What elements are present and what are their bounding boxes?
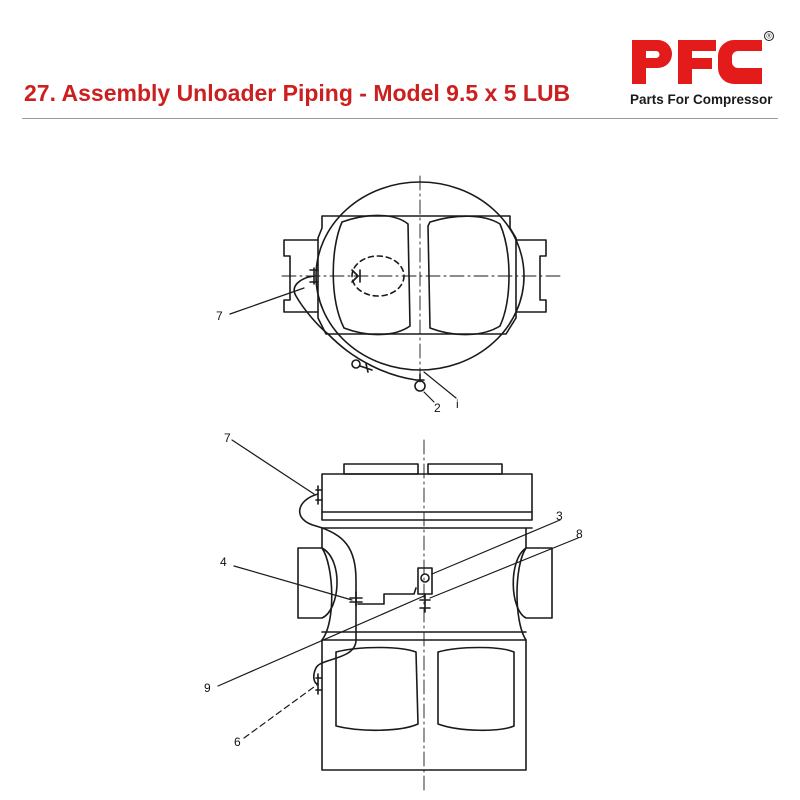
front-lower-left-pocket xyxy=(335,646,419,732)
leader-7-top xyxy=(229,287,305,315)
callout-7-top: 7 xyxy=(216,309,223,323)
top-fitting-2 xyxy=(414,380,426,392)
front-body xyxy=(321,527,527,771)
top-callouts: 7 2 i xyxy=(216,309,459,415)
brand-tagline: Parts For Compressor xyxy=(630,92,773,107)
front-right-port xyxy=(512,547,553,619)
front-view xyxy=(217,439,579,791)
leader-2-top xyxy=(423,391,435,403)
leader-9-front xyxy=(217,595,425,687)
callout-2-top: 2 xyxy=(434,401,441,415)
callout-7-front: 7 xyxy=(224,431,231,445)
front-fitting-7 xyxy=(315,485,323,505)
front-left-port xyxy=(297,547,338,619)
logo-letter-f xyxy=(678,40,716,84)
top-view xyxy=(229,175,561,403)
callout-8-front: 8 xyxy=(576,527,583,541)
registered-mark: ® xyxy=(766,33,772,41)
top-right-pocket xyxy=(427,215,510,336)
front-lower-right-pocket xyxy=(437,646,515,732)
top-right-boss xyxy=(515,239,547,313)
front-cap-right xyxy=(427,463,503,475)
top-flange xyxy=(317,215,517,335)
front-callouts: 7 3 8 4 9 6 xyxy=(204,431,583,749)
front-cap-left xyxy=(343,463,419,475)
front-head xyxy=(321,473,533,521)
callout-4-front: 4 xyxy=(220,555,227,569)
page-title: 27. Assembly Unloader Piping - Model 9.5… xyxy=(24,80,571,106)
callout-3-front: 3 xyxy=(556,509,563,523)
leader-8-front xyxy=(429,537,579,599)
front-branch-pipe xyxy=(357,587,417,605)
front-tee-4 xyxy=(349,591,363,607)
logo-letter-c xyxy=(718,40,762,84)
top-unloader-pipe xyxy=(293,275,417,381)
callout-6-front: 6 xyxy=(234,735,241,749)
top-fitting-center xyxy=(351,269,361,283)
top-valve-symbol xyxy=(351,359,361,369)
pfc-logo: ® xyxy=(632,31,774,84)
callout-9-front: 9 xyxy=(204,681,211,695)
top-left-pocket xyxy=(332,214,411,336)
leader-4-front xyxy=(233,565,353,601)
top-left-boss xyxy=(283,239,319,313)
header-divider xyxy=(22,118,778,119)
leader-3-front xyxy=(431,519,561,575)
callout-i-top: i xyxy=(456,397,459,411)
logo-letter-p xyxy=(632,40,672,84)
front-component-3 xyxy=(417,567,433,595)
leader-6-front xyxy=(243,683,319,739)
front-unloader-pipe xyxy=(298,493,357,685)
leader-i-top xyxy=(423,371,457,399)
leader-7-front xyxy=(231,439,315,495)
